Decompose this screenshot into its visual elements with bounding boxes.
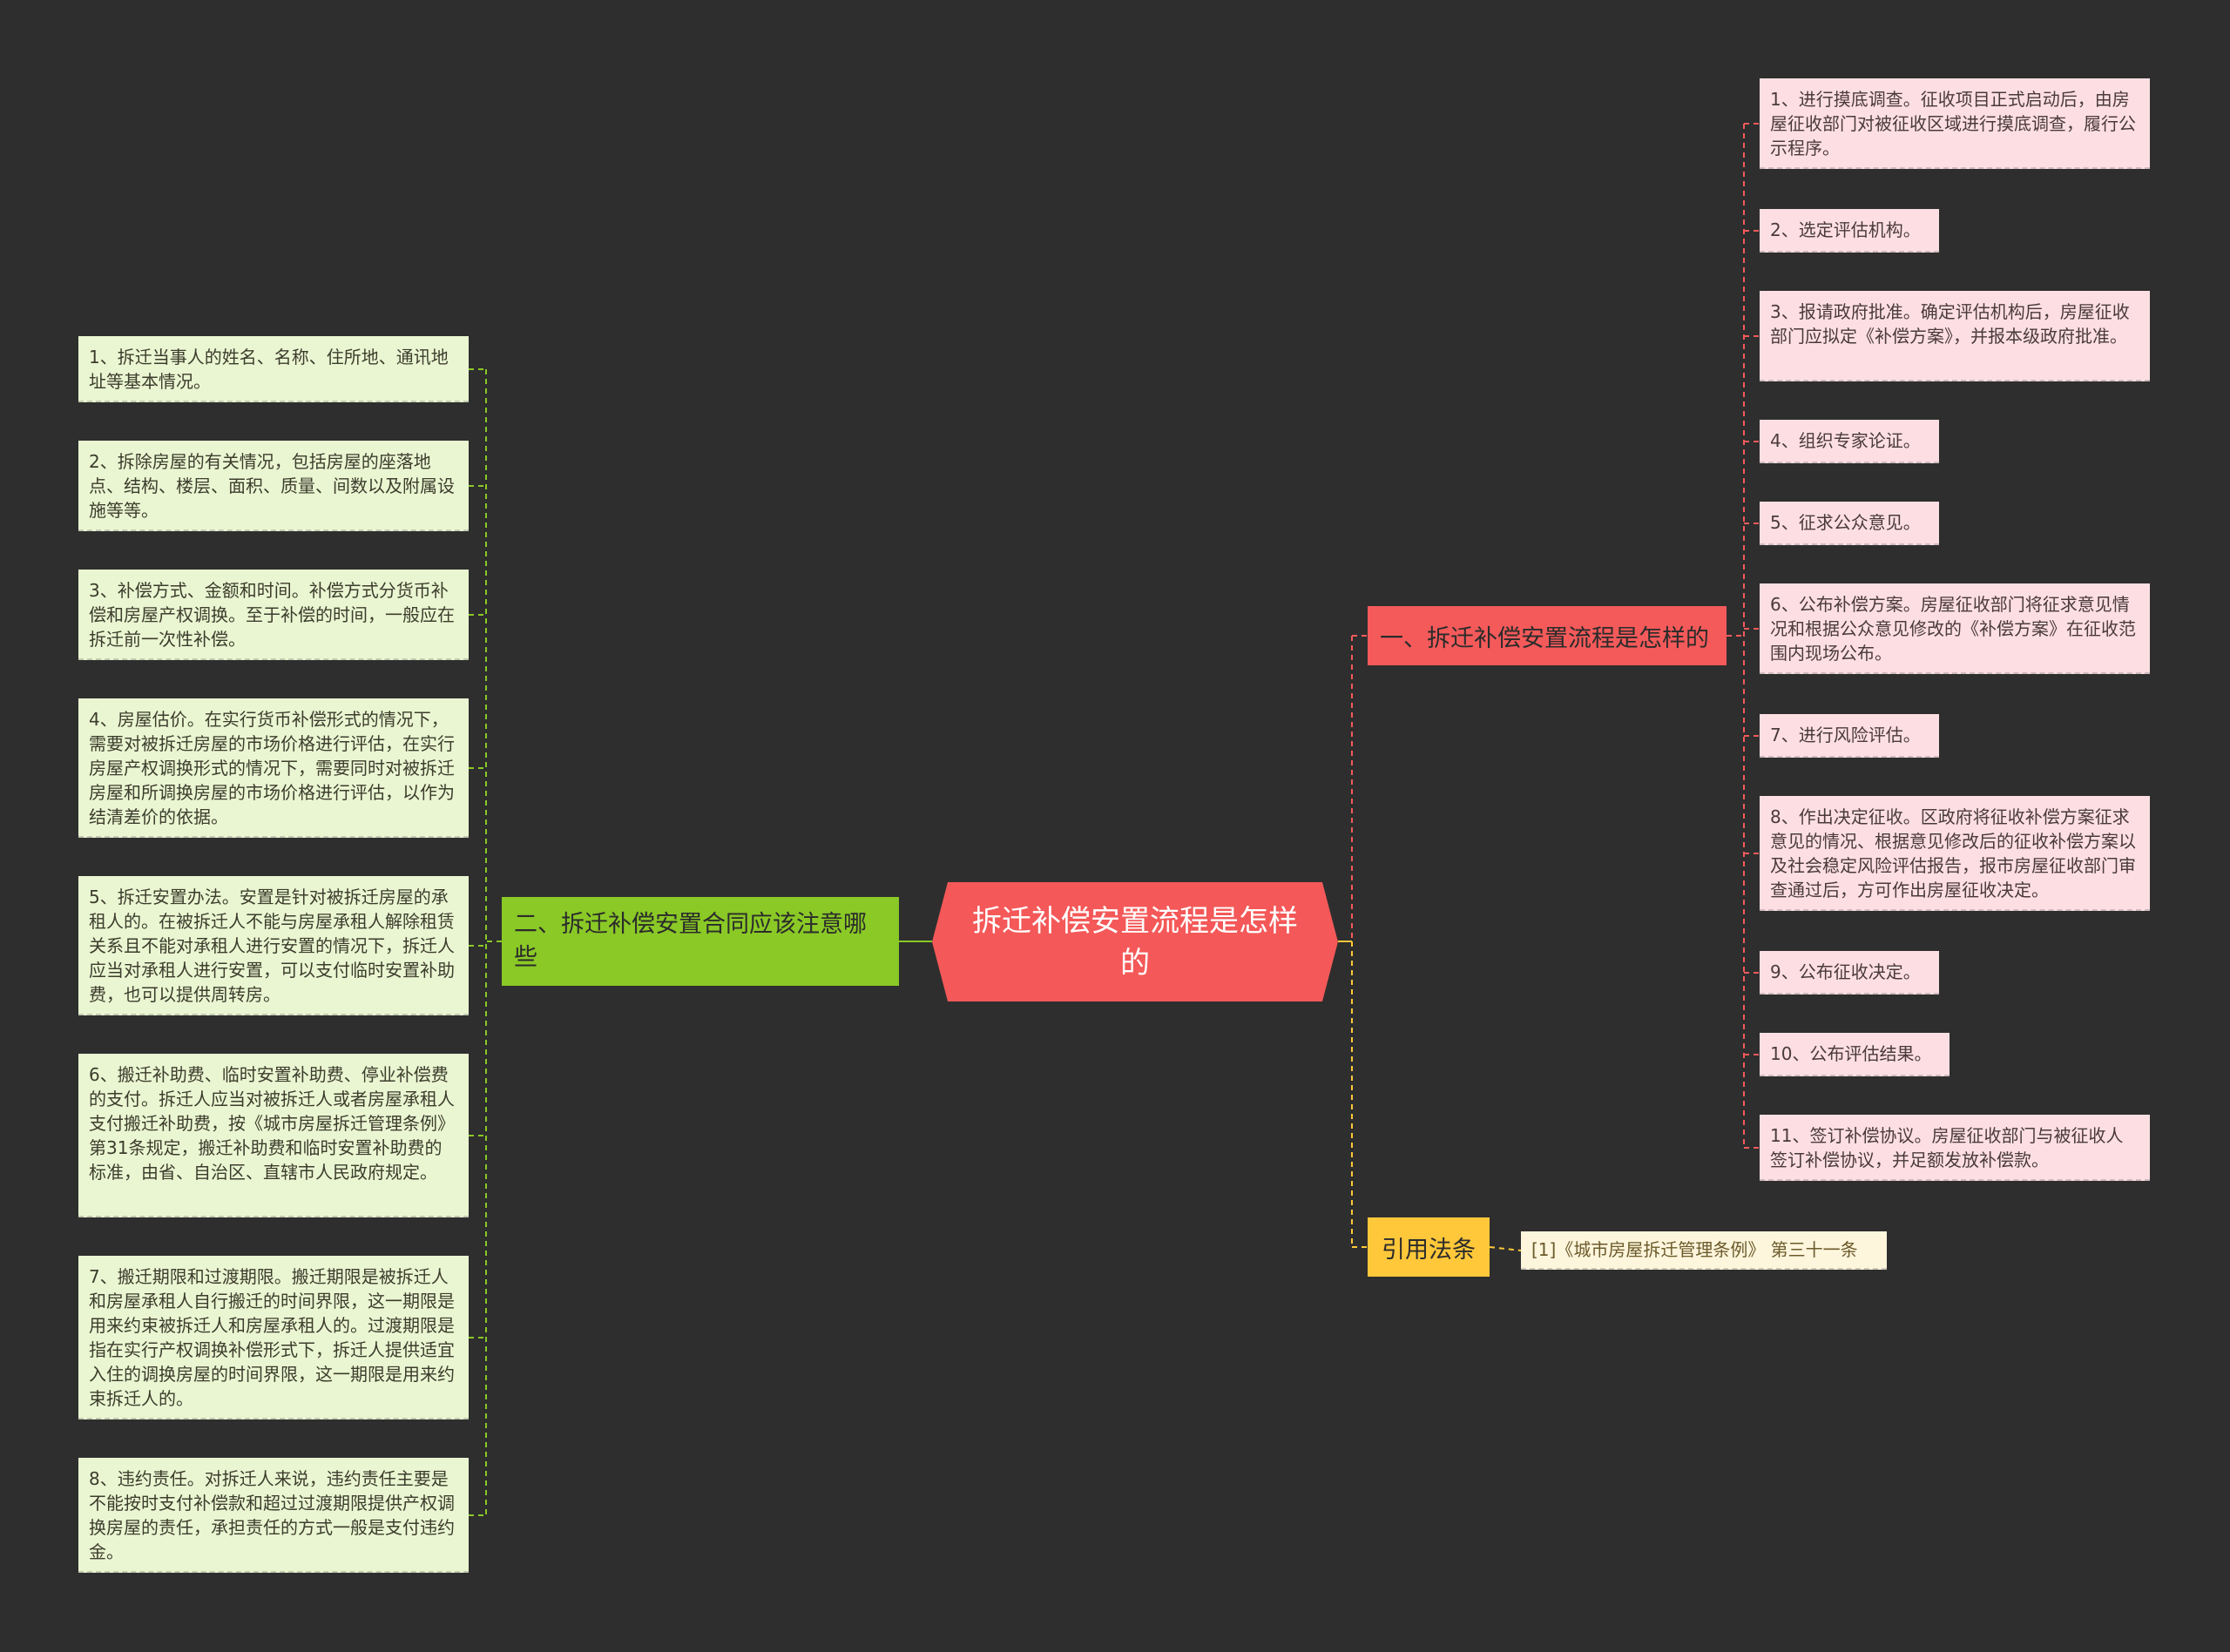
- contract-item-3[interactable]: 3、补偿方式、金额和时间。补偿方式分货币补偿和房屋产权调换。至于补偿的时间，一般…: [78, 570, 469, 660]
- law-item-1[interactable]: [1]《城市房屋拆迁管理条例》 第三十一条: [1521, 1231, 1887, 1270]
- process-step-text: 6、公布补偿方案。房屋征收部门将征求意见情况和根据公众意见修改的《补偿方案》在征…: [1770, 594, 2136, 664]
- law-item-text: [1]《城市房屋拆迁管理条例》 第三十一条: [1531, 1239, 1858, 1260]
- process-step-2[interactable]: 2、选定评估机构。: [1760, 209, 1939, 253]
- process-step-9[interactable]: 9、公布征收决定。: [1760, 951, 1939, 995]
- process-step-7[interactable]: 7、进行风险评估。: [1760, 714, 1939, 758]
- contract-item-8[interactable]: 8、违约责任。对拆迁人来说，违约责任主要是不能按时支付补偿款和超过过渡期限提供产…: [78, 1458, 469, 1573]
- process-step-10[interactable]: 10、公布评估结果。: [1760, 1033, 1950, 1076]
- branch-process-label: 一、拆迁补偿安置流程是怎样的: [1380, 624, 1709, 652]
- process-step-1[interactable]: 1、进行摸底调查。征收项目正式启动后，由房屋征收部门对被征收区域进行摸底调查，履…: [1760, 78, 2150, 169]
- process-step-text: 2、选定评估机构。: [1770, 219, 1921, 240]
- contract-item-text: 1、拆迁当事人的姓名、名称、住所地、通讯地址等基本情况。: [89, 347, 449, 392]
- contract-item-text: 8、违约责任。对拆迁人来说，违约责任主要是不能按时支付补偿款和超过过渡期限提供产…: [89, 1468, 455, 1562]
- process-step-text: 10、公布评估结果。: [1770, 1043, 1932, 1064]
- contract-item-text: 4、房屋估价。在实行货币补偿形式的情况下，需要对被拆迁房屋的市场价格进行评估，在…: [89, 709, 455, 827]
- branch-law[interactable]: 引用法条: [1368, 1217, 1490, 1277]
- branch-process[interactable]: 一、拆迁补偿安置流程是怎样的: [1368, 606, 1727, 665]
- contract-item-2[interactable]: 2、拆除房屋的有关情况，包括房屋的座落地点、结构、楼层、面积、质量、间数以及附属…: [78, 441, 469, 531]
- process-step-text: 7、进行风险评估。: [1770, 725, 1921, 745]
- contract-item-6[interactable]: 6、搬迁补助费、临时安置补助费、停业补偿费的支付。拆迁人应当对被拆迁人或者房屋承…: [78, 1054, 469, 1217]
- process-step-text: 8、作出决定征收。区政府将征收补偿方案征求意见的情况、根据意见修改后的征收补偿方…: [1770, 806, 2136, 900]
- process-step-text: 3、报请政府批准。确定评估机构后，房屋征收部门应拟定《补偿方案》，并报本级政府批…: [1770, 301, 2130, 347]
- process-step-text: 11、签订补偿协议。房屋征收部门与被征收人签订补偿协议，并足额发放补偿款。: [1770, 1125, 2124, 1170]
- cream-leaf-connector: [1489, 1246, 1522, 1251]
- branch-contract-label: 二、拆迁补偿安置合同应该注意哪些: [514, 911, 867, 971]
- contract-item-5[interactable]: 5、拆迁安置办法。安置是针对被拆迁房屋的承租人的。在被拆迁人不能与房屋承租人解除…: [78, 876, 469, 1015]
- process-step-text: 1、进行摸底调查。征收项目正式启动后，由房屋征收部门对被征收区域进行摸底调查，履…: [1770, 89, 2136, 158]
- branch-law-label: 引用法条: [1382, 1236, 1476, 1264]
- contract-item-text: 6、搬迁补助费、临时安置补助费、停业补偿费的支付。拆迁人应当对被拆迁人或者房屋承…: [89, 1064, 455, 1183]
- process-step-3[interactable]: 3、报请政府批准。确定评估机构后，房屋征收部门应拟定《补偿方案》，并报本级政府批…: [1760, 291, 2150, 381]
- contract-item-4[interactable]: 4、房屋估价。在实行货币补偿形式的情况下，需要对被拆迁房屋的市场价格进行评估，在…: [78, 698, 469, 838]
- process-step-11[interactable]: 11、签订补偿协议。房屋征收部门与被征收人签订补偿协议，并足额发放补偿款。: [1760, 1115, 2150, 1181]
- contract-item-1[interactable]: 1、拆迁当事人的姓名、名称、住所地、通讯地址等基本情况。: [78, 336, 469, 402]
- contract-item-text: 5、拆迁安置办法。安置是针对被拆迁房屋的承租人的。在被拆迁人不能与房屋承租人解除…: [89, 887, 455, 1005]
- center-topic[interactable]: 拆迁补偿安置流程是怎样的: [932, 882, 1338, 1001]
- branch-contract[interactable]: 二、拆迁补偿安置合同应该注意哪些: [502, 897, 899, 986]
- center-topic-label: 拆迁补偿安置流程是怎样的: [972, 903, 1298, 981]
- process-step-text: 5、征求公众意见。: [1770, 512, 1921, 533]
- contract-item-text: 7、搬迁期限和过渡期限。搬迁期限是被拆迁人和房屋承租人自行搬迁的时间界限，这一期…: [89, 1266, 455, 1409]
- process-step-8[interactable]: 8、作出决定征收。区政府将征收补偿方案征求意见的情况、根据意见修改后的征收补偿方…: [1760, 796, 2150, 911]
- process-step-6[interactable]: 6、公布补偿方案。房屋征收部门将征求意见情况和根据公众意见修改的《补偿方案》在征…: [1760, 583, 2150, 674]
- process-step-4[interactable]: 4、组织专家论证。: [1760, 420, 1939, 463]
- contract-item-text: 2、拆除房屋的有关情况，包括房屋的座落地点、结构、楼层、面积、质量、间数以及附属…: [89, 451, 455, 521]
- process-step-5[interactable]: 5、征求公众意见。: [1760, 502, 1939, 545]
- contract-item-text: 3、补偿方式、金额和时间。补偿方式分货币补偿和房屋产权调换。至于补偿的时间，一般…: [89, 580, 455, 650]
- contract-item-7[interactable]: 7、搬迁期限和过渡期限。搬迁期限是被拆迁人和房屋承租人自行搬迁的时间界限，这一期…: [78, 1256, 469, 1419]
- process-step-text: 4、组织专家论证。: [1770, 430, 1921, 451]
- process-step-text: 9、公布征收决定。: [1770, 961, 1921, 982]
